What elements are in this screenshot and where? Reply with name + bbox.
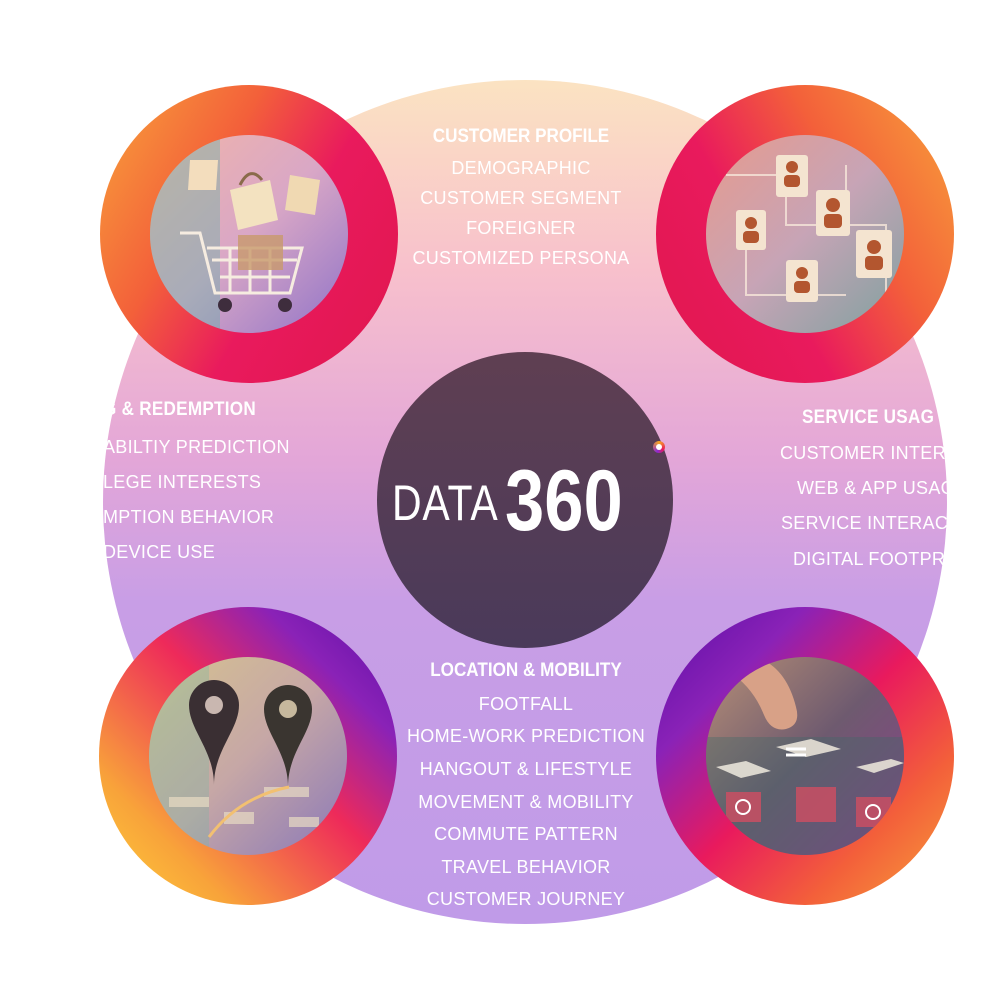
left-item-1: ABILTIY PREDICTION (103, 437, 290, 457)
center-disk (377, 352, 673, 648)
left-item-3: MPTION BEHAVIOR (103, 507, 275, 527)
profile-item-foreigner: FOREIGNER (466, 218, 576, 238)
location-mobility-heading: LOCATION & MOBILITY (430, 660, 622, 681)
right-segment-heading: SERVICE USAG (802, 407, 935, 428)
customer-profile-heading: CUSTOMER PROFILE (432, 126, 610, 147)
ring-location (99, 607, 397, 905)
people-network-icon (706, 135, 904, 333)
right-item-4: DIGITAL FOOTPRIN (793, 549, 947, 569)
shopping-cart-icon (150, 135, 348, 333)
app-tiles-icon (706, 657, 904, 855)
left-segment: G & REDEMPTION ABILTIY PREDICTION LEGE I… (103, 395, 363, 575)
center-prefix: DATA (392, 475, 499, 531)
center-number: 360 (505, 453, 623, 549)
loc-item-commute: COMMUTE PATTERN (434, 824, 618, 844)
right-item-1: CUSTOMER INTERES (780, 443, 947, 463)
ring-service-usage (656, 85, 954, 383)
logo-dot-icon (653, 441, 665, 453)
loc-item-journey: CUSTOMER JOURNEY (426, 889, 626, 909)
loc-item-footfall: FOOTFALL (478, 694, 574, 714)
loc-item-hangout: HANGOUT & LIFESTYLE (419, 759, 633, 779)
ring-app-usage (656, 607, 954, 905)
left-segment-heading: G & REDEMPTION (103, 399, 256, 420)
right-item-3: SERVICE INTERACTI (781, 513, 947, 533)
map-pin-icon (149, 657, 347, 855)
loc-item-travel: TRAVEL BEHAVIOR (441, 857, 611, 877)
left-item-4: DEVICE USE (103, 542, 216, 562)
right-segment: SERVICE USAG CUSTOMER INTERES WEB & APP … (775, 400, 947, 580)
profile-item-segment: CUSTOMER SEGMENT (420, 188, 622, 208)
loc-item-home-work: HOME-WORK PREDICTION (407, 726, 645, 746)
profile-item-demographic: DEMOGRAPHIC (451, 158, 591, 178)
right-item-2: WEB & APP USAG (797, 478, 947, 498)
left-item-2: LEGE INTERESTS (103, 472, 262, 492)
profile-item-persona: CUSTOMIZED PERSONA (412, 248, 630, 268)
loc-item-movement: MOVEMENT & MOBILITY (418, 792, 634, 812)
ring-shopping (100, 85, 398, 383)
